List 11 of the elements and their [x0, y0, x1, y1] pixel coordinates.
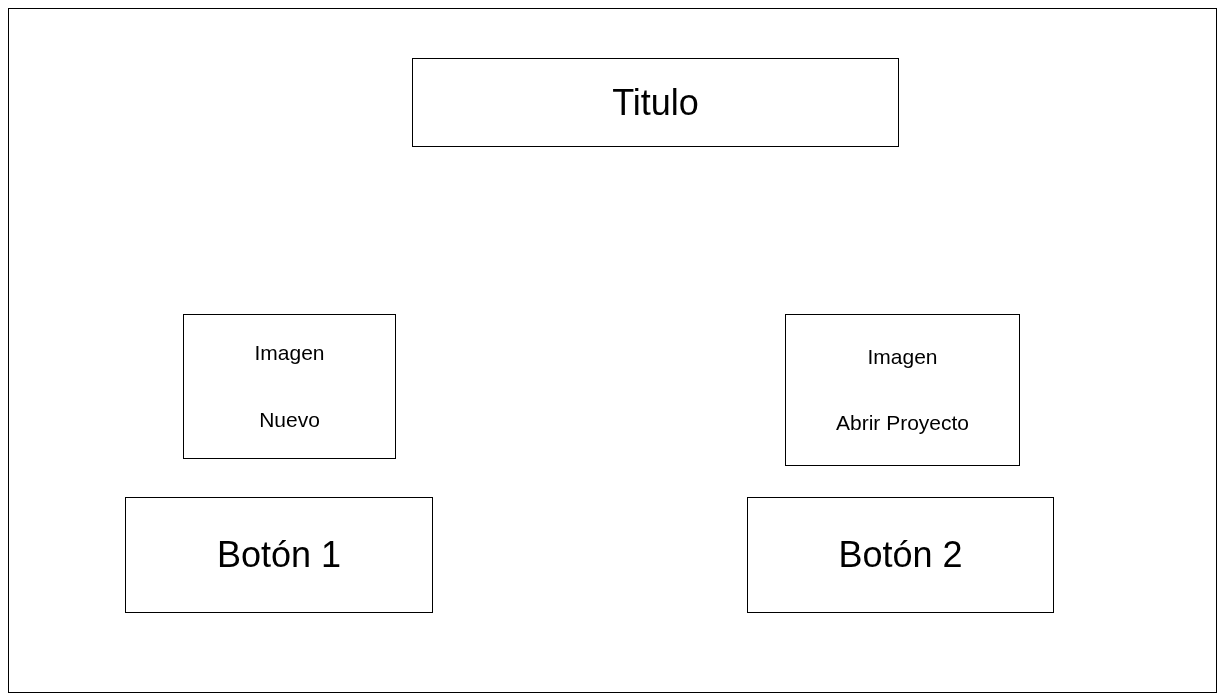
title-text: Titulo	[612, 81, 699, 124]
image-panel	[183, 314, 396, 459]
button: Botón 1	[125, 497, 433, 613]
panel-text: Nuevo	[259, 407, 320, 432]
window-frame	[8, 8, 1217, 693]
title-box	[412, 58, 899, 147]
button: Botón 2	[747, 497, 1054, 613]
panel-text: Imagen	[254, 341, 325, 366]
image-panel	[785, 314, 1020, 466]
panel-text: Imagen	[867, 344, 938, 369]
panel-text: Abrir Proyecto	[835, 411, 969, 436]
